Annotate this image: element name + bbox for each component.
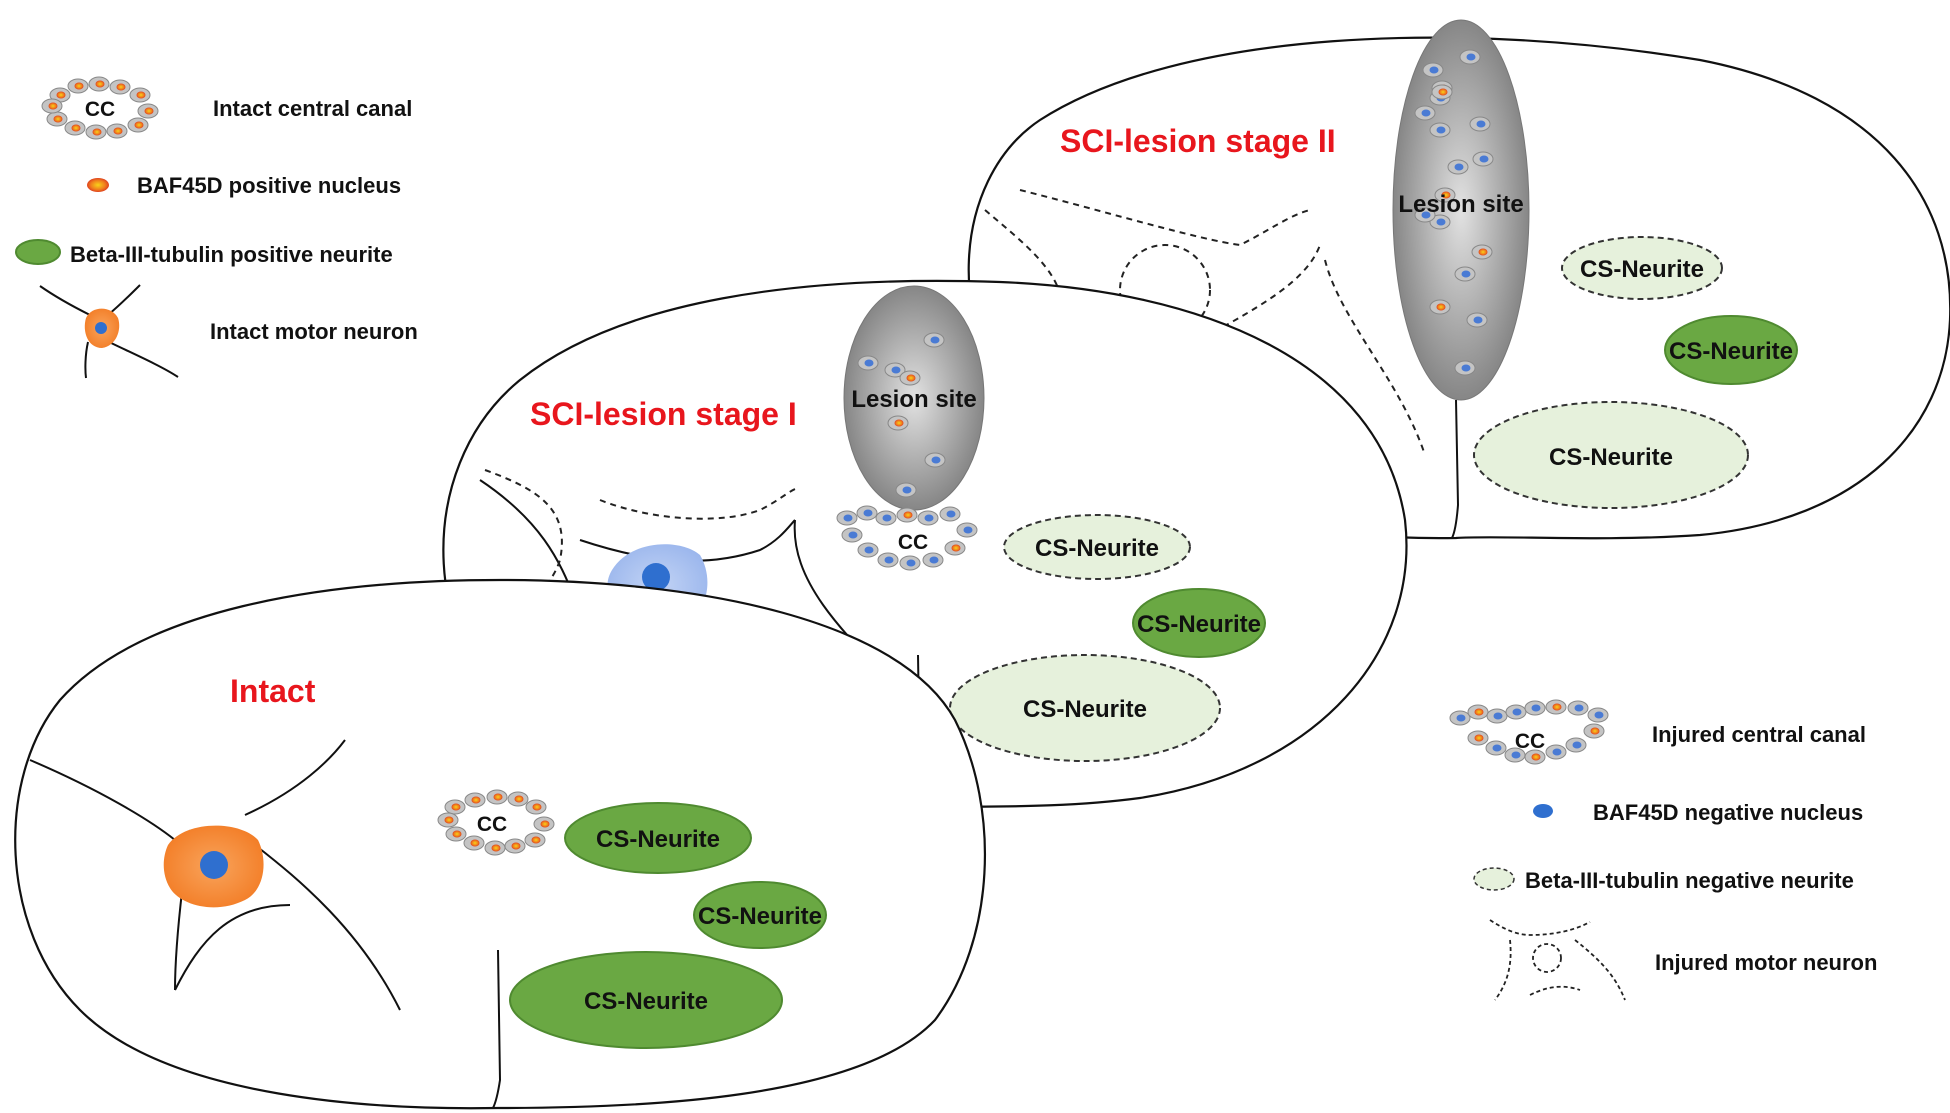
stage1-neuron-nucleus	[642, 563, 670, 591]
intact-midline	[492, 949, 502, 1109]
stage2-neurite-label-1: CS-Neurite	[1580, 256, 1704, 283]
stage2-neurite-negative-1	[1561, 236, 1723, 300]
legend-positive-nucleus-label: BAF45D positive nucleus	[137, 173, 401, 198]
intact-neurite-positive-3	[509, 951, 783, 1049]
intact-neurite-label-1: CS-Neurite	[596, 826, 720, 853]
panel-intact: CC Intact CS-Neurite CS-Neurite CS-Neuri…	[14, 578, 986, 1110]
legend-negative-neurite-label: Beta-III-tubulin negative neurite	[1525, 868, 1854, 893]
stage2-neurite-label-2: CS-Neurite	[1669, 338, 1793, 365]
legend-injured-cc-label: Injured central canal	[1652, 722, 1866, 747]
intact-title: Intact	[230, 673, 316, 709]
stage1-cc-label: CC	[898, 531, 928, 554]
legend-negative-nucleus-icon	[1533, 804, 1553, 818]
stage2-neurite-positive	[1664, 315, 1798, 385]
stage2-neurite-label-3: CS-Neurite	[1549, 444, 1673, 471]
intact-neurite-label-2: CS-Neurite	[698, 903, 822, 930]
legend-negative-nucleus-label: BAF45D negative nucleus	[1593, 800, 1863, 825]
stage2-lesion-label: Lesion site	[1398, 191, 1523, 218]
intact-cc-label: CC	[477, 813, 507, 836]
stage1-neurite-positive	[1132, 588, 1266, 658]
legend-right: CC Injured central canal BAF45D negative…	[1449, 699, 1877, 1001]
legend-positive-neurite-icon	[15, 239, 61, 265]
legend-injured-cc-badge: CC	[1515, 730, 1545, 753]
legend-intact-cc-badge: CC	[85, 98, 115, 121]
legend-positive-neurite-label: Beta-III-tubulin positive neurite	[70, 242, 393, 267]
stage1-title: SCI-lesion stage I	[530, 396, 797, 432]
intact-neurite-positive-1	[564, 802, 752, 874]
legend-positive-nucleus-icon	[87, 178, 109, 192]
stage2-midline	[1451, 399, 1460, 539]
legend-injured-neuron-label: Injured motor neuron	[1655, 950, 1877, 975]
stage1-lesion-label: Lesion site	[851, 386, 976, 413]
legend-intact-neuron-icon	[39, 284, 179, 379]
intact-neurite-positive-2	[693, 881, 827, 949]
legend-negative-neurite-icon	[1473, 867, 1515, 891]
stage1-neurite-negative-1	[1003, 514, 1191, 580]
intact-neurite-label-3: CS-Neurite	[584, 988, 708, 1015]
stage1-neurite-label-3: CS-Neurite	[1023, 696, 1147, 723]
legend-injured-neuron-icon	[1489, 919, 1626, 1001]
legend-left: CC Intact central canal BAF45D positive …	[15, 76, 418, 379]
intact-neuron-nucleus	[200, 851, 228, 879]
stage1-neurite-label-2: CS-Neurite	[1137, 611, 1261, 638]
legend-intact-neuron-label: Intact motor neuron	[210, 319, 418, 344]
intact-neuron-processes	[29, 739, 401, 1011]
stage2-title: SCI-lesion stage II	[1060, 123, 1336, 159]
legend-intact-cc-label: Intact central canal	[213, 96, 412, 121]
stage2-neurite-negative-2	[1473, 401, 1749, 509]
stage1-neurite-negative-2	[949, 654, 1221, 762]
stage1-neurite-label-1: CS-Neurite	[1035, 535, 1159, 562]
